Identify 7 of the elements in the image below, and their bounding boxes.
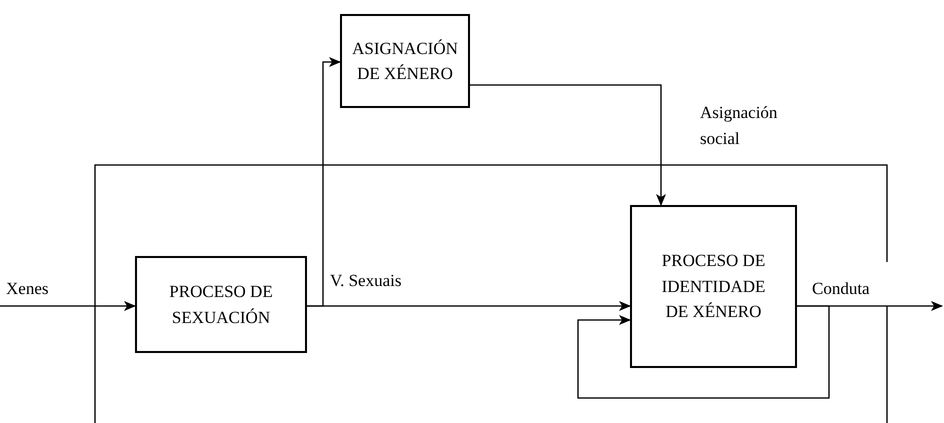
arrow (470, 84, 666, 206)
process-box: PROCESO DE SEXUACIÓN (135, 256, 307, 353)
arrow (0, 301, 136, 311)
arrow (307, 57, 341, 307)
arrow (577, 305, 830, 399)
process-box: ASIGNACIÓN DE XÉNERO (340, 14, 470, 108)
process-box: PROCESO DE IDENTIDADE DE XÉNERO (630, 205, 797, 368)
